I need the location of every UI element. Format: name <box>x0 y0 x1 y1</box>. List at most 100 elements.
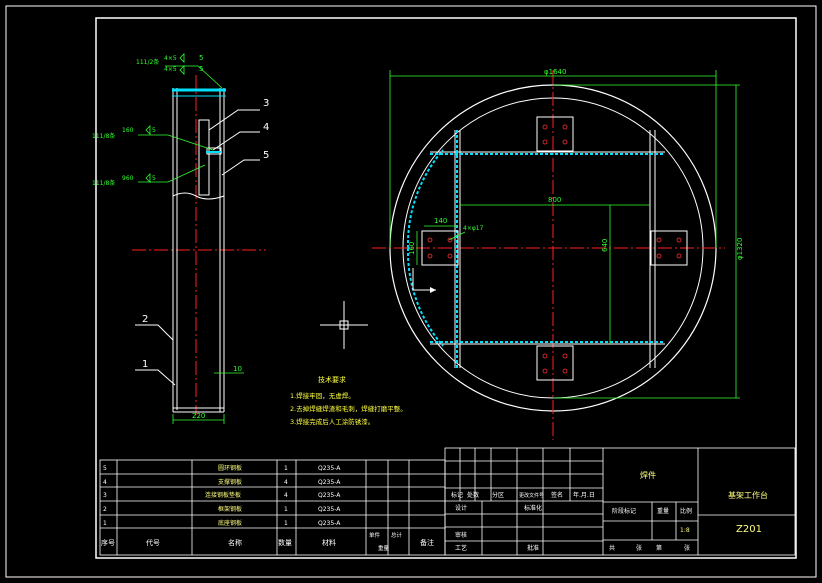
dim-leader-hole <box>448 231 466 241</box>
bom-row-name: 圆环钢板 <box>218 464 242 472</box>
title-drawing-no: Z201 <box>736 524 762 535</box>
side-view: 3 4 5 2 1 111/2条 4×5 4×5 5 5 111/8条 160 … <box>92 53 269 424</box>
bom-header: 序号 代号 名称 数量 材料 单件 总计 重量 备注 <box>101 531 434 552</box>
tb-stage-mark: 阶段标记 <box>612 507 636 515</box>
plan-weld-arc-left <box>406 149 444 249</box>
weld-label-top: 111/2条 <box>136 58 159 66</box>
weld-leader-mid <box>138 134 214 151</box>
tb-stage-weight: 重量 <box>657 507 669 515</box>
bom-header-material: 材料 <box>322 538 336 547</box>
bom-row-no: 1 <box>103 520 107 527</box>
tb-sheet-unit-2: 张 <box>684 544 690 552</box>
bom-row-qty: 4 <box>284 479 288 486</box>
weld-label-low: 111/8条 <box>92 179 115 187</box>
bom-header-no: 序号 <box>101 538 115 547</box>
tb-label-sign: 签名 <box>551 491 563 499</box>
weld-leader-low <box>138 164 206 183</box>
bom-row-qty: 1 <box>284 506 288 513</box>
bom-row-no: 3 <box>103 492 107 499</box>
bom-header-note: 备注 <box>420 538 434 547</box>
tb-label-process: 工艺 <box>455 544 467 552</box>
bom-header-code: 代号 <box>146 538 160 547</box>
weld-fillet-top <box>179 53 185 75</box>
plan-view: φ1640 φ1320 800 140 160 4×φ17 640 <box>372 68 744 440</box>
bom-row-material: Q235-A <box>318 506 341 513</box>
weld-label-mid: 111/8条 <box>92 132 115 140</box>
bom-header-name: 名称 <box>228 538 242 547</box>
tb-label-date: 年.月.日 <box>573 491 595 499</box>
balloon-5: 5 <box>263 150 269 161</box>
title-part-type: 焊件 <box>640 470 656 480</box>
tb-label-mark: 标记 <box>451 491 463 499</box>
weld-label-low-num: 5 <box>152 175 156 182</box>
notes-line-1: 1.焊接牢固，无虚焊。 <box>290 391 355 400</box>
notes-title: 技术要求 <box>318 375 346 384</box>
pad-left <box>421 230 459 266</box>
dim-dia-inner: φ1320 <box>736 238 744 260</box>
weld-leader-top <box>165 65 223 89</box>
technical-notes: 技术要求 1.焊接牢固，无虚焊。 2.去掉焊缝焊渣和毛刺，焊缝打磨平整。 3.焊… <box>290 375 407 426</box>
weld-fillet-low <box>145 173 151 183</box>
pad-bolt-holes <box>427 124 682 374</box>
dim-10: 10 <box>233 365 242 373</box>
dim-800: 800 <box>548 196 561 204</box>
pad-right <box>650 230 688 266</box>
weld-fillet-mid <box>145 125 151 135</box>
bom-row-qty: 1 <box>284 520 288 527</box>
balloon-4: 4 <box>263 122 269 133</box>
drawing-frame <box>5 5 817 578</box>
title-block-text: 焊件 基架工作台 Z201 1:8 标记 处数 分区 更改文件号 签名 年.月.… <box>451 470 768 552</box>
bom-row-qty: 1 <box>284 465 288 472</box>
tb-label-change-doc: 更改文件号 <box>519 492 544 499</box>
leader-3 <box>208 109 260 131</box>
leader-5 <box>221 159 260 176</box>
dim-220: 220 <box>192 412 205 420</box>
dim-160: 160 <box>408 242 416 255</box>
dim-640: 640 <box>601 239 609 252</box>
leader-2 <box>135 324 174 341</box>
tb-label-count: 处数 <box>467 491 479 499</box>
notes-line-3: 3.焊接完成后人工涂防锈漆。 <box>290 417 374 426</box>
weld-label-top-num2: 5 <box>199 65 203 73</box>
bom-header-weight: 重量 <box>378 544 390 552</box>
bom-header-total: 总计 <box>391 531 403 539</box>
dim-140: 140 <box>434 217 447 225</box>
weld-label-top-num1: 5 <box>199 54 203 62</box>
balloon-2: 2 <box>142 314 148 325</box>
bom-row-material: Q235-A <box>318 465 341 472</box>
bom-row-name: 底座钢板 <box>218 519 242 527</box>
bom-row-no: 5 <box>103 465 107 472</box>
bom-table <box>99 459 446 556</box>
title-drawing-name: 基架工作台 <box>728 490 768 500</box>
bom-row-qty: 4 <box>284 492 288 499</box>
balloon-3: 3 <box>263 98 269 109</box>
tb-label-design: 设计 <box>455 504 467 512</box>
pad-top <box>536 116 574 152</box>
balloon-1: 1 <box>142 359 148 370</box>
tb-stage-ratio: 比例 <box>680 507 692 515</box>
pad-bottom <box>536 345 574 381</box>
bom-row-material: Q235-A <box>318 520 341 527</box>
tb-label-zone: 分区 <box>492 491 504 499</box>
tb-label-standardize: 标准化 <box>524 504 542 512</box>
tb-label-review: 审核 <box>455 531 467 539</box>
weld-label-mid-num: 5 <box>152 127 156 134</box>
weld-label-mid-dim: 160 <box>122 127 134 134</box>
plan-weld-arc-left-low <box>406 247 444 347</box>
weld-label-top-b: 4×5 <box>164 66 177 73</box>
dim-hole: 4×φ17 <box>463 225 484 232</box>
bom-row-no: 4 <box>103 479 107 486</box>
leader-1 <box>135 369 176 386</box>
bom-row-name: 支撑钢板 <box>218 478 242 486</box>
weld-label-top-a: 4×5 <box>164 55 177 62</box>
tb-sheet-total: 共 <box>609 544 615 552</box>
section-arrow <box>412 268 436 291</box>
title-block <box>444 447 796 556</box>
title-ratio: 1:8 <box>680 527 690 534</box>
cad-crosshair-cursor <box>320 301 368 349</box>
leader-4 <box>212 131 260 151</box>
bom-header-unit: 单件 <box>369 531 381 539</box>
bom-row-name: 框架钢板 <box>218 505 242 513</box>
tb-sheet-index: 第 <box>656 544 662 552</box>
